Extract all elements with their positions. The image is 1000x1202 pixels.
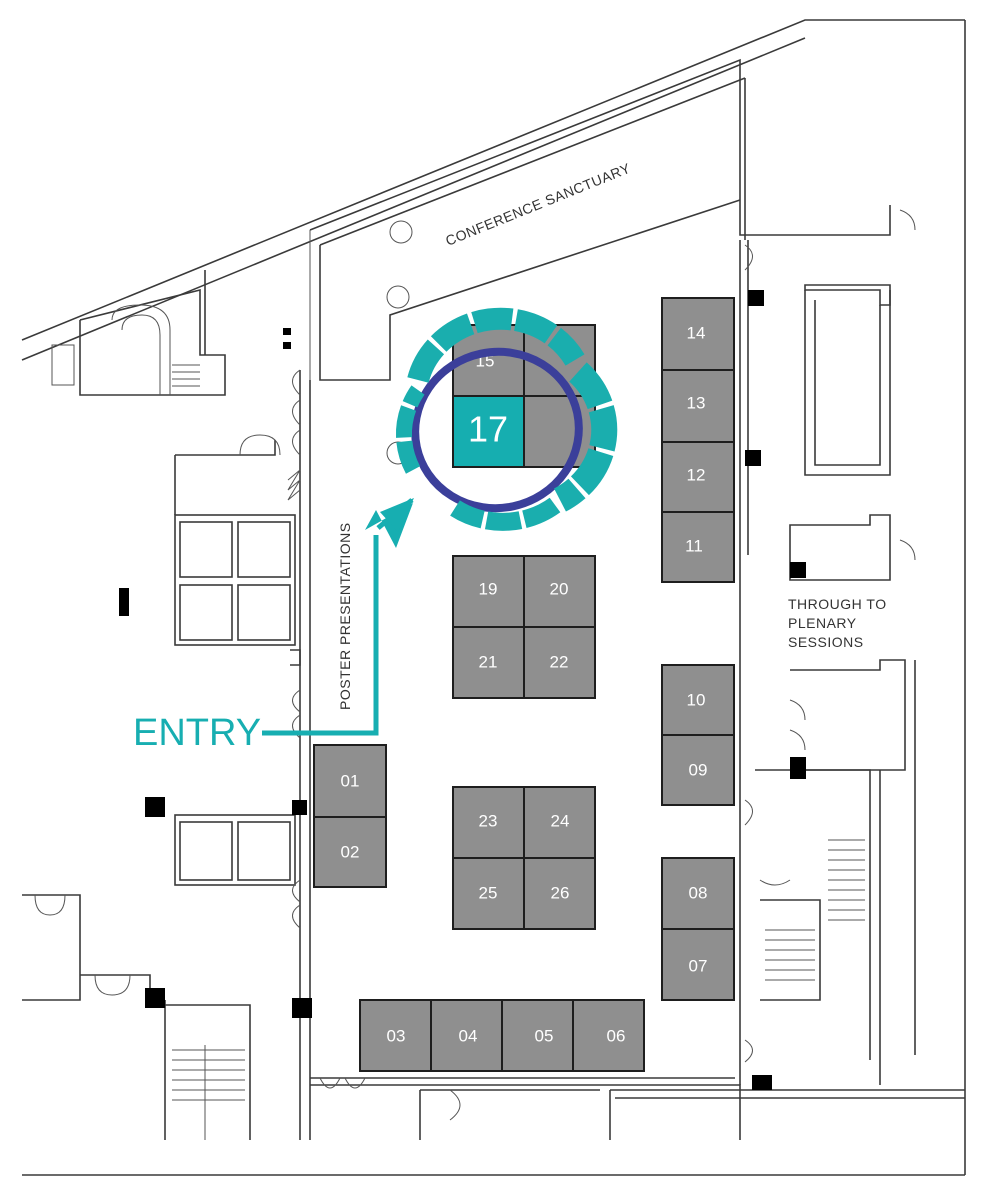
svg-text:14: 14 xyxy=(687,323,706,342)
svg-text:20: 20 xyxy=(550,579,569,598)
booth-21[interactable]: 21 xyxy=(452,626,525,699)
plenary-label-line2: PLENARY xyxy=(788,615,857,631)
svg-text:12: 12 xyxy=(687,465,706,484)
booth-23[interactable]: 23 xyxy=(452,786,525,859)
booth-04[interactable]: 04 xyxy=(430,999,503,1072)
booth-06[interactable]: 06 xyxy=(572,999,645,1072)
svg-text:25: 25 xyxy=(479,883,498,902)
booth-10[interactable]: 10 xyxy=(661,664,735,736)
booth-22[interactable]: 22 xyxy=(523,626,596,699)
columns xyxy=(119,220,806,1090)
booth-14[interactable]: 14 xyxy=(661,297,735,371)
poster-presentations-label: POSTER PRESENTATIONS xyxy=(337,522,353,710)
booth-03[interactable]: 03 xyxy=(359,999,432,1072)
svg-text:05: 05 xyxy=(535,1026,554,1045)
left-rooms xyxy=(22,270,461,1140)
booth-20[interactable]: 20 xyxy=(523,555,596,628)
svg-text:17: 17 xyxy=(468,409,508,450)
highlight-ring xyxy=(395,307,618,531)
booth-08[interactable]: 08 xyxy=(661,857,735,930)
svg-text:04: 04 xyxy=(459,1026,478,1045)
svg-text:02: 02 xyxy=(341,842,360,861)
booth-05[interactable]: 05 xyxy=(501,999,574,1072)
booth-02[interactable]: 02 xyxy=(313,816,387,888)
booth-17[interactable]: 17 xyxy=(452,395,525,468)
booth-07[interactable]: 07 xyxy=(661,928,735,1001)
svg-text:22: 22 xyxy=(550,652,569,671)
svg-text:03: 03 xyxy=(387,1026,406,1045)
entry-label: ENTRY xyxy=(133,712,261,754)
plenary-label-line3: SESSIONS xyxy=(788,634,864,650)
svg-text:11: 11 xyxy=(685,536,703,555)
svg-text:23: 23 xyxy=(479,811,498,830)
booth-25[interactable]: 25 xyxy=(452,857,525,930)
booth-13[interactable]: 13 xyxy=(661,369,735,443)
booth-11[interactable]: 11 xyxy=(661,511,735,583)
booth-09[interactable]: 09 xyxy=(661,734,735,806)
plenary-label-line1: THROUGH TO xyxy=(788,596,887,612)
booth-18[interactable] xyxy=(523,395,596,468)
booth-26[interactable]: 26 xyxy=(523,857,596,930)
svg-text:08: 08 xyxy=(689,883,708,902)
booth-24[interactable]: 24 xyxy=(523,786,596,859)
booth-12[interactable]: 12 xyxy=(661,441,735,513)
svg-text:26: 26 xyxy=(551,883,570,902)
svg-text:13: 13 xyxy=(687,393,706,412)
svg-text:24: 24 xyxy=(551,811,570,830)
booth-19[interactable]: 19 xyxy=(452,555,525,628)
conference-sanctuary-label: CONFERENCE SANCTUARY xyxy=(443,160,633,249)
svg-text:07: 07 xyxy=(689,956,708,975)
booth-01[interactable]: 01 xyxy=(313,744,387,818)
svg-text:19: 19 xyxy=(479,579,498,598)
entry-arrow xyxy=(262,498,414,736)
svg-text:06: 06 xyxy=(607,1026,626,1045)
svg-text:21: 21 xyxy=(479,652,498,671)
svg-text:09: 09 xyxy=(689,760,708,779)
svg-text:01: 01 xyxy=(341,771,360,790)
svg-text:10: 10 xyxy=(687,690,706,709)
